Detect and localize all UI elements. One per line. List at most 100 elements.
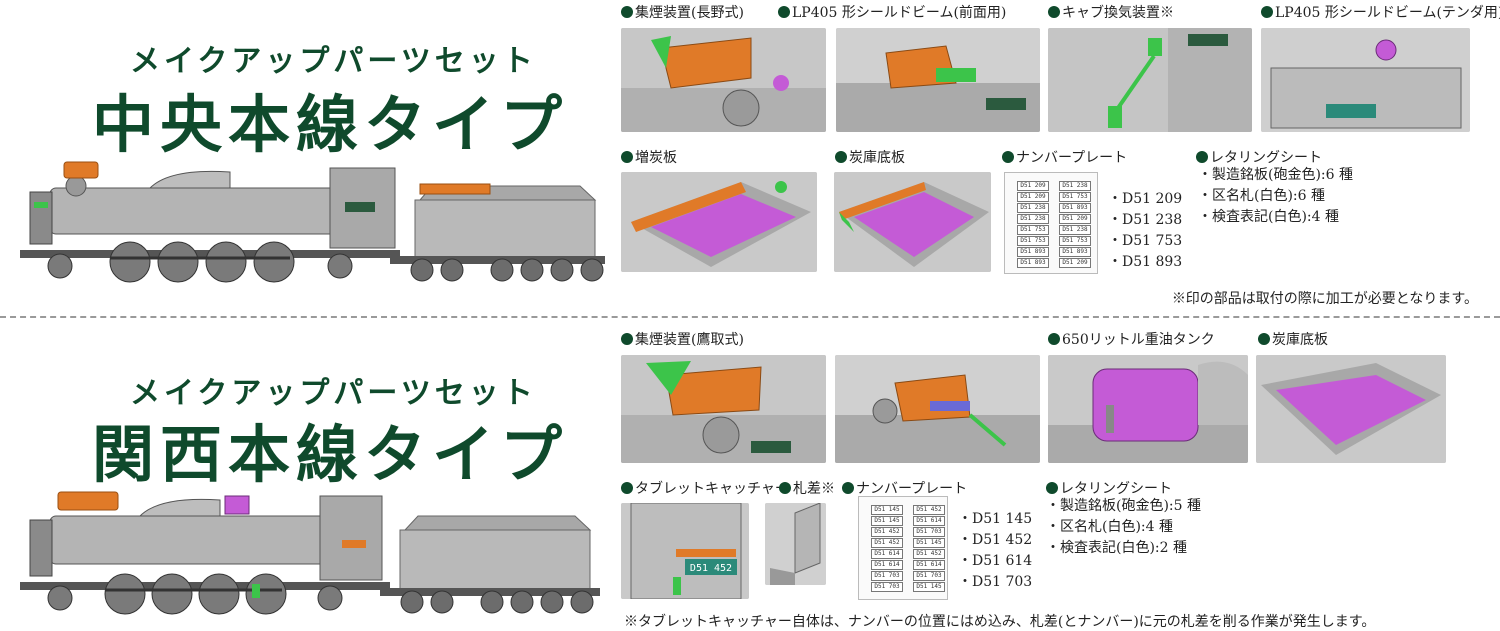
bottom-lettering-list: ・製造銘板(砲金色):5 種 ・区名札(白色):4 種 ・検査表記(白色):2 …: [1046, 496, 1201, 559]
top-thumb-beam-front: [836, 28, 1040, 132]
top-thumb-beam-tender: [1261, 28, 1470, 132]
decal-plate: D51 614: [871, 560, 903, 570]
decal-plate: D51 209: [1059, 258, 1091, 268]
plate-item: ・D51 209: [1108, 191, 1183, 207]
bullet-icon: [1002, 151, 1014, 163]
label-text: レタリングシート: [1210, 150, 1322, 166]
top-thumb-cab-vent: [1048, 28, 1252, 132]
section-divider: [0, 316, 1500, 318]
lettering-item: ・検査表記(白色):2 種: [1046, 540, 1187, 556]
lettering-item: ・区名札(白色):4 種: [1046, 519, 1173, 535]
bottom-label-fuda: 札差※: [779, 478, 835, 498]
bullet-icon: [621, 482, 633, 494]
top-label-number-plate: ナンバープレート: [1002, 147, 1127, 167]
bottom-thumb-smoke-1: [621, 355, 826, 463]
lettering-item: ・区名札(白色):6 種: [1198, 188, 1325, 204]
top-label-cab-vent: キャブ換気装置※: [1048, 2, 1174, 22]
bottom-label-smoke: 集煙装置(鷹取式): [621, 329, 744, 349]
plate-item: ・D51 238: [1108, 212, 1183, 228]
bottom-title: 関西本線タイプ: [92, 418, 569, 491]
bullet-icon: [779, 482, 791, 494]
bottom-label-number-plate: ナンバープレート: [842, 478, 967, 498]
bullet-icon: [1258, 333, 1270, 345]
top-label-beam-tender: LP405 形シールドビーム(テンダ用): [1261, 2, 1500, 22]
bottom-label-oil-tank: 650リットル重油タンク: [1048, 329, 1215, 349]
plate-item: ・D51 753: [1108, 233, 1183, 249]
decal-plate: D51 614: [913, 516, 945, 526]
decal-plate: D51 753: [1017, 236, 1049, 246]
plate-item: ・D51 893: [1108, 254, 1183, 270]
decal-plate: D51 614: [871, 549, 903, 559]
top-note: ※印の部品は取付の際に加工が必要となります。: [1171, 291, 1478, 307]
bottom-thumb-fuda: [765, 503, 826, 585]
top-label-smoke: 集煙装置(長野式): [621, 2, 744, 22]
top-label-lettering: レタリングシート: [1196, 147, 1322, 167]
top-title: 中央本線タイプ: [92, 88, 569, 161]
decal-plate: D51 145: [913, 582, 945, 592]
label-text: 増炭板: [635, 150, 677, 166]
decal-plate: D51 238: [1017, 214, 1049, 224]
decal-plate: D51 703: [871, 571, 903, 581]
bottom-label-lettering: レタリングシート: [1046, 478, 1172, 498]
label-text: 650リットル重油タンク: [1062, 332, 1215, 348]
top-locomotive-image: [20, 158, 610, 288]
plate-item: ・D51 614: [958, 553, 1033, 569]
decal-plate: D51 238: [1059, 225, 1091, 235]
decal-plate: D51 753: [1017, 225, 1049, 235]
bullet-icon: [778, 6, 790, 18]
top-label-coal-floor: 炭庫底板: [835, 147, 905, 167]
bullet-icon: [1048, 6, 1060, 18]
decal-plate: D51 209: [1059, 214, 1091, 224]
top-subtitle: メイクアップパーツセット: [130, 44, 537, 79]
label-text: ナンバープレート: [1016, 150, 1128, 166]
bottom-plate-list: ・D51 145 ・D51 452 ・D51 614 ・D51 703: [958, 509, 1032, 593]
decal-plate: D51 452: [871, 538, 903, 548]
tablet-plate-text: D51 452: [690, 563, 732, 574]
label-text: レタリングシート: [1060, 481, 1172, 497]
decal-plate: D51 209: [1017, 192, 1049, 202]
label-text: 炭庫底板: [849, 150, 905, 166]
lettering-item: ・製造銘板(砲金色):6 種: [1198, 167, 1353, 183]
bullet-icon: [835, 151, 847, 163]
bottom-label-coal-floor: 炭庫底板: [1258, 329, 1328, 349]
decal-plate: D51 703: [913, 527, 945, 537]
bullet-icon: [842, 482, 854, 494]
lettering-item: ・製造銘板(砲金色):5 種: [1046, 498, 1201, 514]
top-lettering-list: ・製造銘板(砲金色):6 種 ・区名札(白色):6 種 ・検査表記(白色):4 …: [1198, 165, 1353, 228]
decal-plate: D51 753: [1059, 236, 1091, 246]
label-text: 炭庫底板: [1272, 332, 1328, 348]
label-text: LP405 形シールドビーム(テンダ用): [1275, 5, 1500, 21]
plate-item: ・D51 703: [958, 574, 1033, 590]
decal-plate: D51 893: [1017, 258, 1049, 268]
bullet-icon: [1196, 151, 1208, 163]
decal-plate: D51 452: [871, 527, 903, 537]
label-text: ナンバープレート: [856, 481, 968, 497]
plate-item: ・D51 452: [958, 532, 1033, 548]
bottom-thumb-oil-tank: [1048, 355, 1248, 463]
label-text: キャブ換気装置※: [1062, 5, 1174, 21]
bottom-thumb-tablet: D51 452: [621, 503, 749, 599]
decal-plate: D51 209: [1017, 181, 1049, 191]
bottom-locomotive-image: [20, 490, 610, 616]
bullet-icon: [621, 333, 633, 345]
decal-plate: D51 703: [871, 582, 903, 592]
bullet-icon: [1046, 482, 1058, 494]
top-label-coal-board: 増炭板: [621, 147, 677, 167]
label-text: 札差※: [793, 481, 835, 497]
label-text: 集煙装置(長野式): [635, 5, 744, 21]
decal-plate: D51 145: [871, 516, 903, 526]
lettering-item: ・検査表記(白色):4 種: [1198, 209, 1339, 225]
label-text: LP405 形シールドビーム(前面用): [792, 5, 1007, 21]
bullet-icon: [621, 151, 633, 163]
top-thumb-coal-floor: [834, 172, 991, 272]
bullet-icon: [1048, 333, 1060, 345]
bottom-note: ※タブレットキャッチャー自体は、ナンバーの位置にはめ込み、札差(とナンバー)に元…: [624, 614, 1376, 630]
bottom-label-tablet: タブレットキャッチャー: [621, 478, 789, 498]
bullet-icon: [621, 6, 633, 18]
decal-plate: D51 893: [1017, 247, 1049, 257]
bottom-subtitle: メイクアップパーツセット: [130, 376, 537, 411]
decal-plate: D51 703: [913, 571, 945, 581]
decal-plate: D51 452: [913, 505, 945, 515]
decal-plate: D51 238: [1017, 203, 1049, 213]
